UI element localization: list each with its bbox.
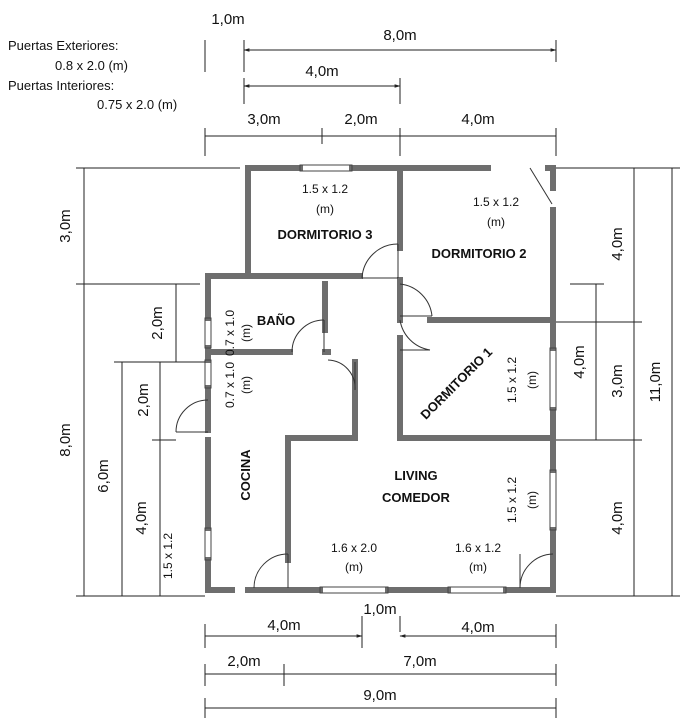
dim-top-1m: 1,0m <box>211 11 244 28</box>
dim-left-2m-a: 2,0m <box>149 306 166 339</box>
dimension-lines: 1,0m 8,0m 4,0m 3,0m 2,0m 4,0m 3,0m 8,0m … <box>57 11 680 718</box>
dim-top-3m: 3,0m <box>247 111 280 128</box>
dim-right-4m-mid: 4,0m <box>571 345 588 378</box>
dim-bottom-2m: 2,0m <box>227 653 260 670</box>
exterior-doors-size: 0.8 x 2.0 (m) <box>55 58 128 73</box>
dim-left-3m: 3,0m <box>57 209 74 242</box>
room-bano: BAÑO <box>257 313 295 328</box>
window-dorm3-size: 1.5 x 1.2 <box>302 182 348 196</box>
dim-right-11m: 11,0m <box>647 362 664 403</box>
window-dorm1-unit: (m) <box>525 371 539 389</box>
room-comedor: COMEDOR <box>382 490 451 505</box>
dim-top-4m-b: 4,0m <box>461 111 494 128</box>
dim-bottom-4m-a: 4,0m <box>267 617 300 634</box>
room-dormitorio-1: DORMITORIO 1 <box>417 344 495 422</box>
window-labels: 1.5 x 1.2 (m) 1.5 x 1.2 (m) 1.5 x 1.2 (m… <box>161 182 539 579</box>
room-cocina: COCINA <box>238 449 253 501</box>
window-bano2-unit: (m) <box>239 376 253 394</box>
dim-top-8m: 8,0m <box>383 27 416 44</box>
dim-right-4m-a: 4,0m <box>609 227 626 260</box>
window-front2-size: 1.6 x 1.2 <box>455 541 501 555</box>
window-dorm2-unit: (m) <box>487 215 505 229</box>
window-bano1-unit: (m) <box>239 324 253 342</box>
dim-left-8m: 8,0m <box>57 423 74 456</box>
room-dormitorio-3: DORMITORIO 3 <box>277 227 372 242</box>
window-dorm3-unit: (m) <box>316 202 334 216</box>
window-bano1-size: 0.7 x 1.0 <box>223 310 237 356</box>
dim-left-4m: 4,0m <box>133 501 150 534</box>
interior-doors-title: Puertas Interiores: <box>8 78 115 93</box>
room-dormitorio-2: DORMITORIO 2 <box>431 246 526 261</box>
dim-top-4m: 4,0m <box>305 63 338 80</box>
dim-bottom-1m: 1,0m <box>363 601 396 618</box>
windows <box>204 164 557 594</box>
dim-bottom-4m-b: 4,0m <box>461 619 494 636</box>
window-front-size: 1.6 x 2.0 <box>331 541 377 555</box>
interior-doors-size: 0.75 x 2.0 (m) <box>97 97 178 112</box>
dim-bottom-7m: 7,0m <box>403 653 436 670</box>
room-living: LIVING <box>394 468 437 483</box>
dim-bottom-9m: 9,0m <box>363 687 396 704</box>
window-dorm1-size: 1.5 x 1.2 <box>505 357 519 403</box>
doors <box>175 167 554 589</box>
dim-right-3m: 3,0m <box>609 364 626 397</box>
dim-left-2m-b: 2,0m <box>135 383 152 416</box>
dim-right-4m-b: 4,0m <box>609 501 626 534</box>
window-living-right-size: 1.5 x 1.2 <box>505 477 519 523</box>
window-front2-unit: (m) <box>469 560 487 574</box>
window-cocina-size: 1.5 x 1.2 <box>161 533 175 579</box>
room-labels: DORMITORIO 3 DORMITORIO 2 DORMITORIO 1 B… <box>238 227 527 505</box>
walls <box>205 165 556 593</box>
window-bano2-size: 0.7 x 1.0 <box>223 362 237 408</box>
window-living-right-unit: (m) <box>525 491 539 509</box>
window-dorm2-size: 1.5 x 1.2 <box>473 195 519 209</box>
window-front-unit: (m) <box>345 560 363 574</box>
exterior-doors-title: Puertas Exteriores: <box>8 38 119 53</box>
dim-left-6m: 6,0m <box>95 459 112 492</box>
dim-top-2m: 2,0m <box>344 111 377 128</box>
